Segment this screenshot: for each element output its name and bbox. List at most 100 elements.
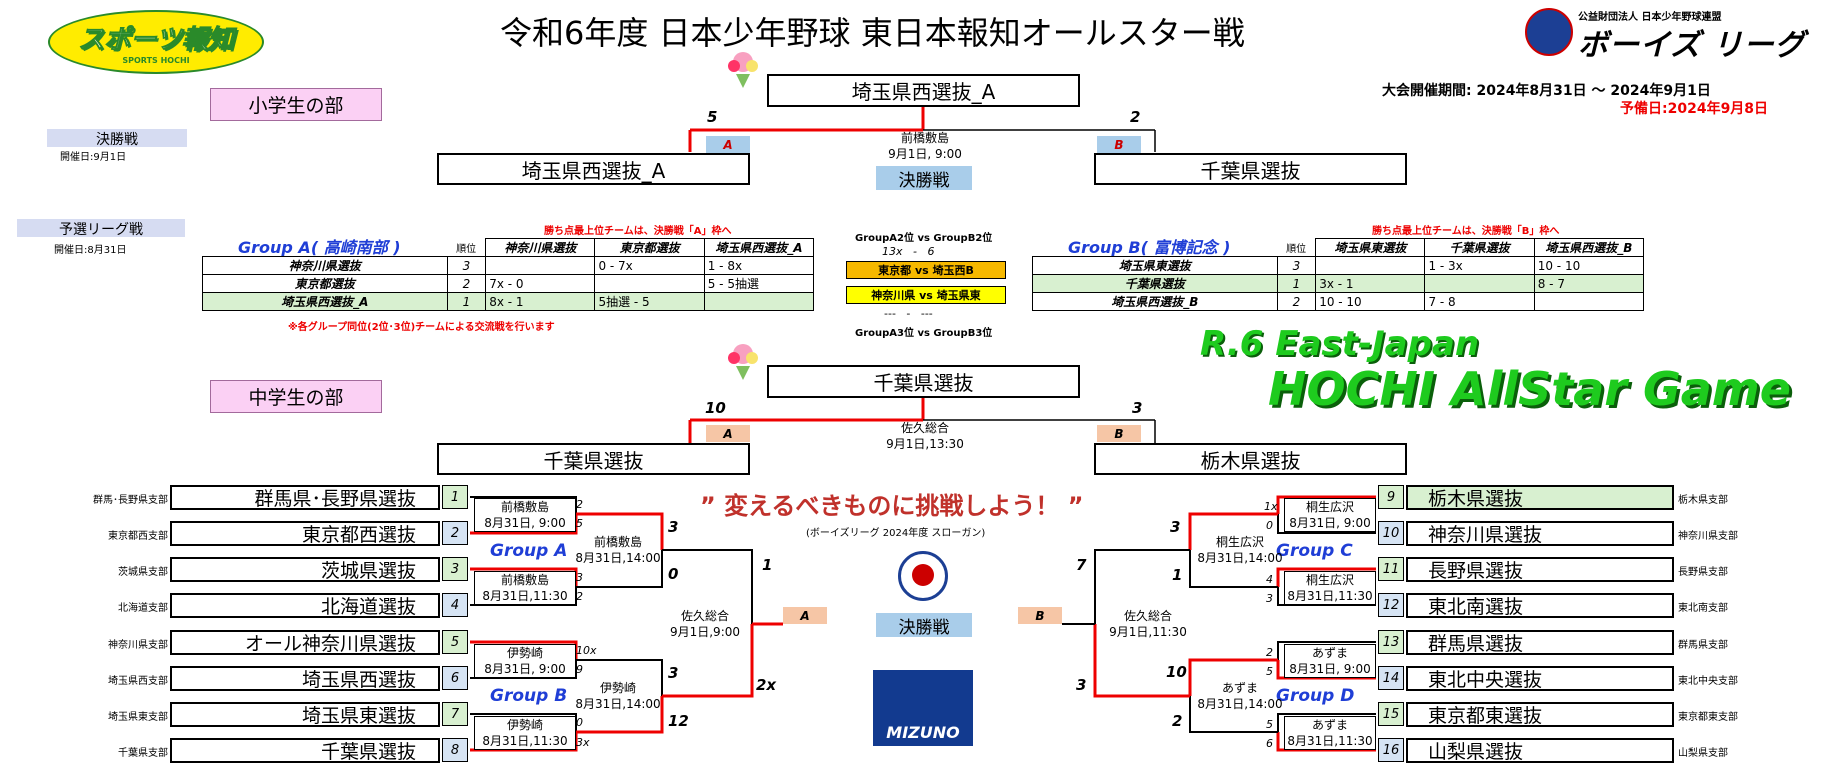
venue-name: 桐生広沢 [1305,500,1354,514]
team-box[interactable]: 栃木県選抜 [1406,485,1674,510]
team-box[interactable]: 千葉県選抜 [170,738,440,763]
team-cell: 埼玉県東選抜 [1032,256,1278,275]
team-box[interactable]: 埼玉県西選抜 [170,666,440,691]
score: 3 [668,518,679,536]
score-cell [703,292,815,311]
seed-number: 5 [442,630,468,654]
elementary-champion-box: 埼玉県西選抜_A [767,74,1080,107]
venue-time: 9月1日,11:30 [1109,625,1187,639]
score: 2 [1172,712,1183,730]
left-r1-match-4: 伊勢崎 8月31日,11:30 [474,716,576,750]
sponsor-name: MIZUNO [886,723,960,742]
venue-name: あずま [1311,718,1348,732]
team-name: 東北中央選抜 [1428,669,1543,691]
emblem-inner [912,564,934,586]
score: 2 [576,498,583,511]
final-date: 開催日:9月1日 [60,152,127,163]
page-title: 令和6年度 日本少年野球 東日本報知オールスター戦 [500,14,1245,52]
team-box[interactable]: 東北南選抜 [1406,593,1674,618]
team-box[interactable]: 群馬県･長野県選抜 [170,485,440,510]
seed-number: 11 [1378,557,1404,581]
cross-match-2: 神奈川県 vs 埼玉県東 [846,286,1006,304]
team-box[interactable]: 東北中央選抜 [1406,666,1674,691]
score-cell: 7 - 8 [1424,292,1535,311]
right-r2-match-1: 桐生広沢 8月31日,14:00 [1190,534,1290,566]
score: 2 [1266,646,1273,659]
logo-text: スポーツ報知 [78,25,234,56]
team-box[interactable]: オール神奈川県選抜 [170,630,440,655]
team-box[interactable]: 長野県選抜 [1406,557,1674,582]
prelim-label: 予選リーグ戦 [17,219,185,238]
venue-name: 佐久総合 [1123,609,1172,623]
team-box[interactable]: 群馬県選抜 [1406,630,1674,655]
team-name: 群馬県･長野県選抜 [254,488,416,510]
team-box[interactable]: 山梨県選抜 [1406,738,1674,763]
score-cell: 5抽選 - 5 [594,292,705,311]
seed-number: 6 [442,666,468,690]
team-box[interactable]: 茨城県選抜 [170,557,440,582]
venue-time: 8月31日,11:30 [482,589,568,603]
venue-name: 前橋敷島 [593,535,642,549]
logo-subtext: SPORTS HOCHI [122,56,190,65]
elementary-final-lines [688,107,1156,152]
elementary-tag-a: A [706,136,750,153]
team-box[interactable]: 東京都西選抜 [170,521,440,546]
venue-name: 伊勢崎 [599,681,636,695]
elementary-left-team-box: 埼玉県西選抜_A [437,153,750,185]
bouquet-icon [724,340,762,382]
elementary-left-score: 5 [707,108,718,126]
score: 1 [1172,566,1183,584]
venue-time: 8月31日,11:30 [1287,589,1373,603]
venue-time: 8月31日,11:30 [482,734,568,748]
branch-label: 神奈川県支部 [108,640,168,651]
team-box[interactable]: 神奈川県選抜 [1406,521,1674,546]
venue-name: 伊勢崎 [506,646,543,660]
junior-final-button[interactable]: 決勝戦 [876,613,972,638]
venue-name: あずま [1221,681,1258,695]
branch-label: 栃木県支部 [1678,495,1728,506]
team-box[interactable]: 北海道選抜 [170,593,440,618]
group-b-note: 勝ち点最上位チームは、決勝戦「B」枠へ [1372,226,1560,237]
branch-label: 東北中央支部 [1678,676,1738,687]
elementary-tag-b: B [1097,136,1141,153]
junior-right-team-box: 栃木県選抜 [1094,443,1407,475]
group-c-label: Group C [1276,541,1353,561]
right-r3-match: 佐久総合 9月1日,11:30 [1098,608,1198,640]
score: 2 [576,590,583,603]
score: 0 [668,565,679,583]
english-title-2: HOCHI AllStar Game [1268,362,1791,416]
sports-hochi-logo: スポーツ報知 SPORTS HOCHI [48,10,264,74]
team-name: 埼玉県東選抜 [301,705,416,727]
left-r3-lines [662,549,783,698]
right-r1-match-3: あずま 8月31日, 9:00 [1284,644,1376,678]
junior-right-team: 栃木県選抜 [1200,448,1301,473]
branch-label: 埼玉県西支部 [108,676,168,687]
team-name: 東北南選抜 [1428,596,1524,618]
seed-number: 10 [1378,521,1404,545]
score: 3 [576,571,583,584]
team-box[interactable]: 東京都東選抜 [1406,702,1674,727]
group-b-title: Group B( 富博記念 ) [1068,238,1231,257]
seed-number: 12 [1378,593,1404,617]
elementary-final-button[interactable]: 決勝戦 [876,166,972,191]
score: 0 [1266,519,1273,532]
seed-number: 16 [1378,738,1404,762]
branch-label: 東北南支部 [1678,603,1728,614]
branch-label: 北海道支部 [118,603,168,614]
branch-label: 東京都東支部 [1678,712,1738,723]
cross-top-score: 13x - 6 [882,245,935,258]
english-title-1: R.6 East-Japan [1200,324,1480,364]
score-cell: 5 - 5抽選 [703,274,815,293]
score-cell: 1 - 3x [1424,256,1535,275]
junior-left-team-box: 千葉県選抜 [437,443,750,475]
team-box[interactable]: 埼玉県東選抜 [170,702,440,727]
score: 7 [1076,556,1087,574]
group-a-label: Group A [490,541,568,561]
score: 3 [1076,676,1087,694]
score: 3 [1266,592,1273,605]
branch-label: 群馬県支部 [1678,640,1728,651]
venue-time: 8月31日, 9:00 [484,516,566,530]
table-row: 神奈川県選抜 3 0 - 7x 1 - 8x [202,256,815,275]
group-a-title: Group A( 高崎南部 ) [238,238,401,257]
